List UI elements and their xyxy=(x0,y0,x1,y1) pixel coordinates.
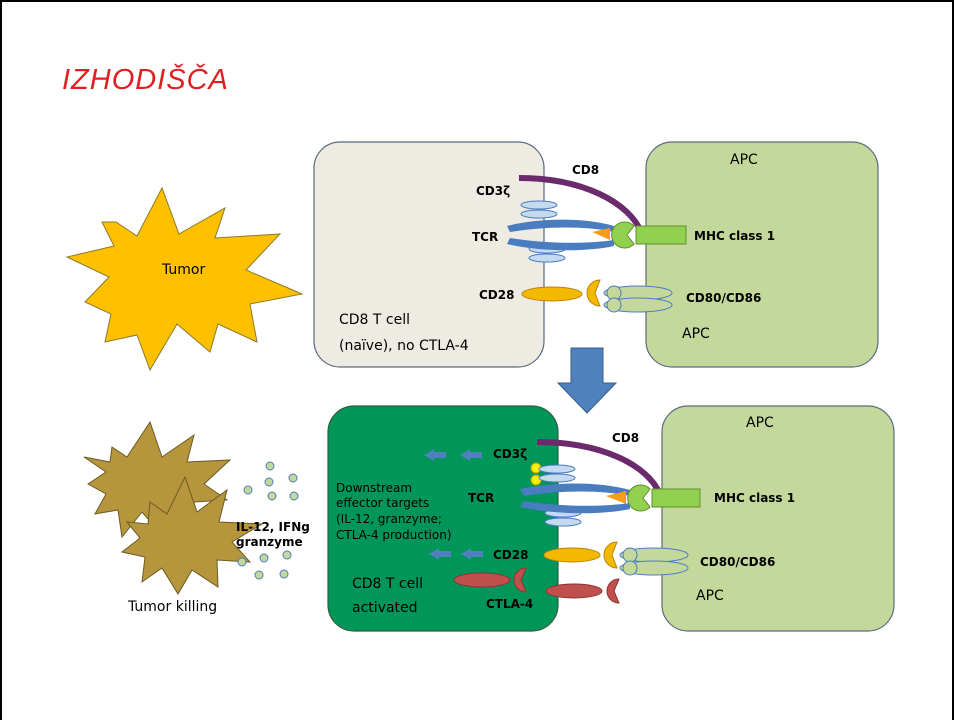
apc-bottom-label: APC xyxy=(746,415,774,431)
cd80-ball xyxy=(622,560,638,576)
tcr-label-top: TCR xyxy=(472,230,498,244)
ctla4-inner-receptor xyxy=(453,572,511,588)
naive-cell-label-line2: (naïve), no CTLA-4 xyxy=(339,338,469,354)
dead-tumor-star xyxy=(120,475,264,595)
cd28-receptor-bottom xyxy=(543,547,601,563)
cd8-label-bottom: CD8 xyxy=(612,431,639,445)
apc-bottom-label-lower: APC xyxy=(696,588,724,604)
cd3-receptor xyxy=(544,517,582,527)
cd3z-label-bottom: CD3ζ xyxy=(493,447,527,461)
mhc-bottom xyxy=(627,484,651,512)
downstream-text: Downstream effector targets (IL-12, gran… xyxy=(336,481,452,542)
mhc-stalk-bottom xyxy=(651,488,701,508)
cytokine-dots xyxy=(237,461,299,580)
mhc-label-top: MHC class 1 xyxy=(694,229,775,243)
cd3-receptor xyxy=(520,200,558,210)
cd80-label-top: CD80/CD86 xyxy=(686,291,761,305)
ctla4-outer-receptor xyxy=(545,583,603,599)
downstream-line: CTLA-4 production) xyxy=(336,528,452,542)
tumor-star xyxy=(65,186,304,372)
antigen-peptide xyxy=(592,228,610,240)
downstream-line: effector targets xyxy=(336,496,429,510)
ctla4-label: CTLA-4 xyxy=(486,597,533,611)
signal-arrows xyxy=(424,449,483,560)
tcr-top xyxy=(507,219,614,232)
tumor-label: Tumor xyxy=(161,262,206,278)
tcr-label-bottom: TCR xyxy=(468,491,494,505)
cd8-arc-top xyxy=(518,175,645,236)
cd80-top-lower xyxy=(603,297,673,313)
mhc-top xyxy=(611,221,635,249)
ctla4-outer-head xyxy=(606,578,620,604)
tumor-killing-label: Tumor killing xyxy=(127,599,217,615)
mhc-label-bottom: MHC class 1 xyxy=(714,491,795,505)
transition-arrow xyxy=(556,347,618,414)
cytokines-label-line1: IL-12, IFNg xyxy=(236,520,310,534)
cd3-receptor xyxy=(520,209,558,219)
antigen-peptide xyxy=(606,491,626,504)
cytokines-label-line2: granzyme xyxy=(236,535,303,549)
cd28-receptor-top xyxy=(521,286,583,302)
cd3-receptor xyxy=(538,464,576,474)
activated-cell-label-line2: activated xyxy=(352,600,418,616)
tcr-top xyxy=(520,483,630,496)
cd28-label-bottom: CD28 xyxy=(493,548,528,562)
cd28-head-bottom xyxy=(603,541,618,569)
apc-top-label: APC xyxy=(730,152,758,168)
apc-cell-top xyxy=(645,141,879,368)
apc-cell-bottom xyxy=(661,405,895,632)
cd3-receptor xyxy=(528,253,566,263)
cd28-head-top xyxy=(586,279,601,307)
slide-title: IZHODIŠČA xyxy=(62,64,229,96)
cd80-label-bottom: CD80/CD86 xyxy=(700,555,775,569)
tcr-bottom xyxy=(507,238,614,251)
naive-cell-label-line1: CD8 T cell xyxy=(339,312,410,328)
cd8-label-top: CD8 xyxy=(572,163,599,177)
cd80-ball xyxy=(622,547,638,563)
mhc-stalk-top xyxy=(635,225,687,245)
tcr-bottom xyxy=(520,501,630,514)
downstream-line: (IL-12, granzyme; xyxy=(336,512,442,526)
cd3-receptor xyxy=(538,473,576,483)
ctla4-inner-head xyxy=(513,567,527,593)
activated-cell-label-line1: CD8 T cell xyxy=(352,576,423,592)
cd3z-label-top: CD3ζ xyxy=(476,184,510,198)
apc-top-label-lower: APC xyxy=(682,326,710,342)
naive-t-cell xyxy=(313,141,545,368)
cd80-ball xyxy=(606,297,622,313)
downstream-line: Downstream xyxy=(336,481,412,495)
cd28-label-top: CD28 xyxy=(479,288,514,302)
cd8-arc-bottom xyxy=(536,439,663,496)
cd80-bottom-lower xyxy=(619,560,689,576)
